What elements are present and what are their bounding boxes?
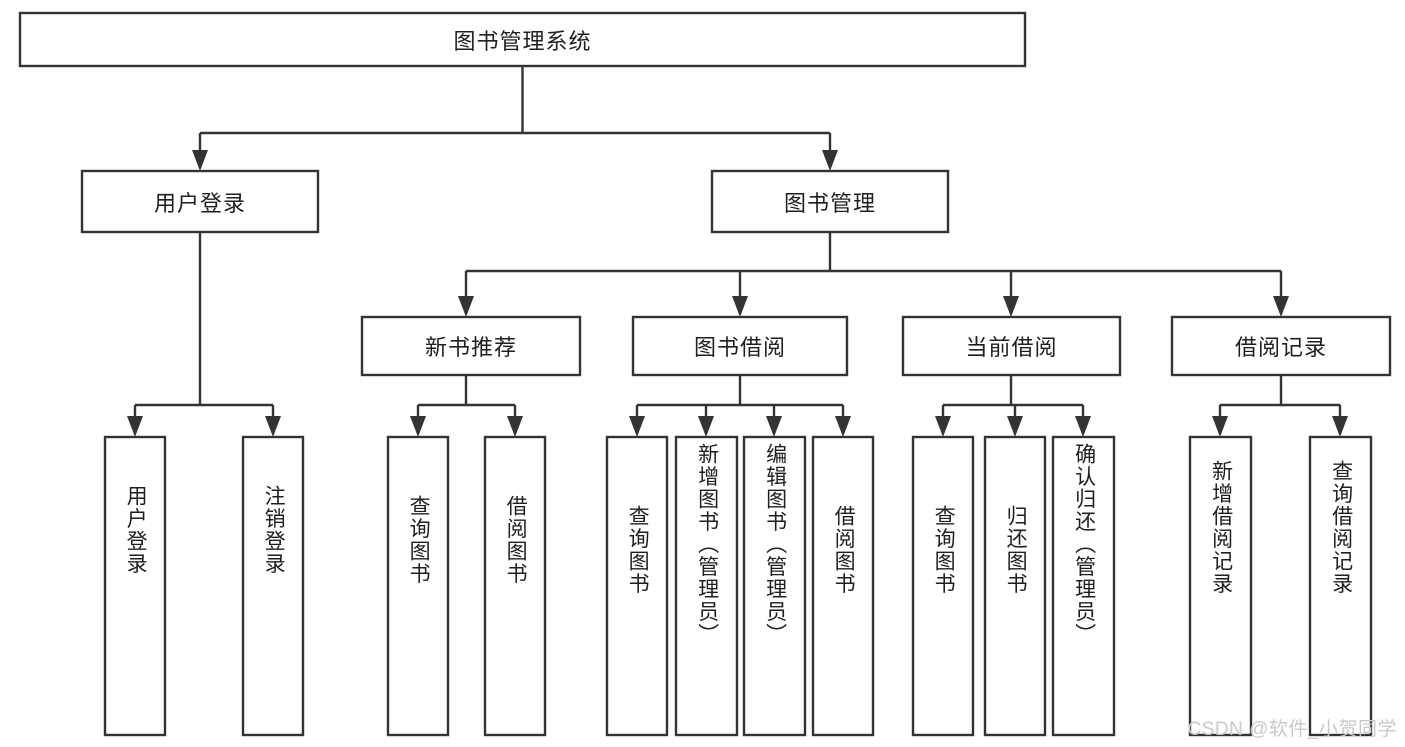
node-box-leaf-add-book[interactable] <box>674 435 739 737</box>
node-box-new-book-recommend[interactable] <box>360 315 582 377</box>
node-box-book-borrow[interactable] <box>631 315 849 377</box>
node-box-leaf-query-book-1[interactable] <box>386 435 450 737</box>
connector-bookborrow-to-leaves <box>629 375 851 437</box>
connector-borrowrecord-to-leaves <box>1212 375 1348 437</box>
connector-root-to-level2 <box>192 66 838 171</box>
node-box-user-login[interactable] <box>80 169 320 234</box>
node-box-borrow-record[interactable] <box>1170 315 1392 377</box>
node-box-leaf-borrow-book-1[interactable] <box>483 435 547 737</box>
node-box-leaf-borrow-book-2[interactable] <box>811 435 875 737</box>
node-box-leaf-query-book-3[interactable] <box>911 435 975 737</box>
node-box-leaf-edit-book[interactable] <box>742 435 807 737</box>
node-box-leaf-return-book[interactable] <box>983 435 1047 737</box>
node-box-leaf-confirm-return[interactable] <box>1051 435 1116 737</box>
connector-userlogin-to-leaves <box>127 232 281 437</box>
connector-bookmgmt-to-level3 <box>458 232 1289 317</box>
node-box-leaf-user-login[interactable] <box>103 435 167 737</box>
node-box-title[interactable] <box>18 11 1027 68</box>
node-box-book-management[interactable] <box>710 169 950 234</box>
node-box-leaf-logout-login[interactable] <box>241 435 305 737</box>
node-box-leaf-query-book-2[interactable] <box>605 435 669 737</box>
connector-newbook-to-leaves <box>410 375 523 437</box>
node-box-leaf-add-borrow-record[interactable] <box>1188 435 1253 737</box>
connector-currentborrow-to-leaves <box>935 375 1091 437</box>
node-box-leaf-query-borrow-record[interactable] <box>1308 435 1373 737</box>
node-box-current-borrow[interactable] <box>901 315 1122 377</box>
csdn-watermark: CSDN @软件_小贺同学 <box>1187 719 1397 740</box>
